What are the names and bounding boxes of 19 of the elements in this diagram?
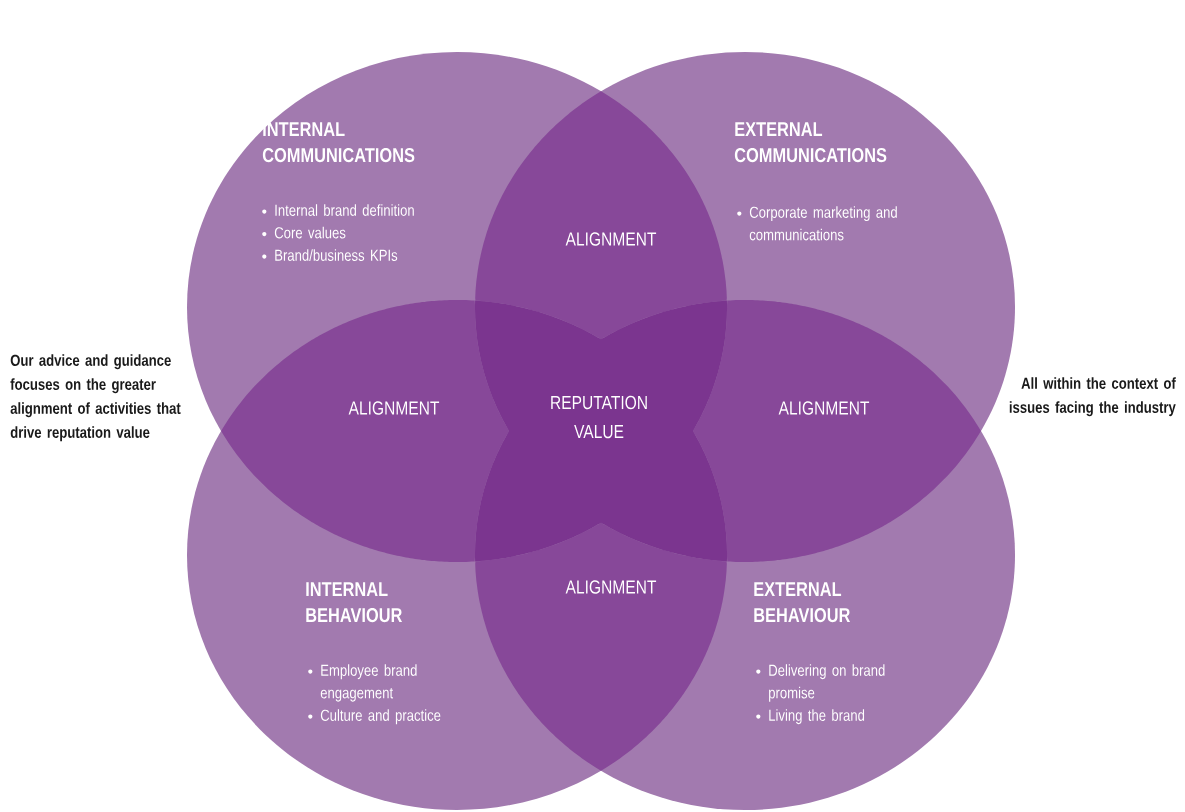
overlap-region: ALIGNMENT (475, 522, 727, 771)
bullet-item: Corporate marketing and communications (737, 206, 897, 241)
bullet-item: Internal brand definition (262, 204, 414, 216)
heading: EXTERNAL COMMUNICATIONS (734, 122, 887, 163)
bullet-item: Culture and practice (308, 709, 441, 725)
overlap-region: ALIGNMENT (475, 91, 727, 340)
overlap-region: ALIGNMENT (692, 300, 981, 562)
heading: INTERNAL COMMUNICATIONS (262, 122, 415, 163)
bullet-item: Employee brand engagement (308, 664, 417, 702)
side-note: Our advice and guidance focuses on the greater alignment of activities that drive reputation value (10, 354, 181, 442)
bullet-item: Living the brand (756, 709, 865, 725)
bullet-item: Delivering on brand promise (756, 664, 885, 702)
heading: INTERNAL BEHAVIOUR (306, 582, 403, 623)
bullet-item: Brand/business KPIs (262, 249, 398, 261)
side-note: All within the context of issues facing the industry (1009, 377, 1176, 417)
bullet-item: Core values (262, 226, 346, 239)
center-region: REPUTATION VALUE (475, 300, 727, 562)
overlap-region: ALIGNMENT (221, 300, 510, 562)
heading: EXTERNAL BEHAVIOUR (754, 582, 851, 623)
